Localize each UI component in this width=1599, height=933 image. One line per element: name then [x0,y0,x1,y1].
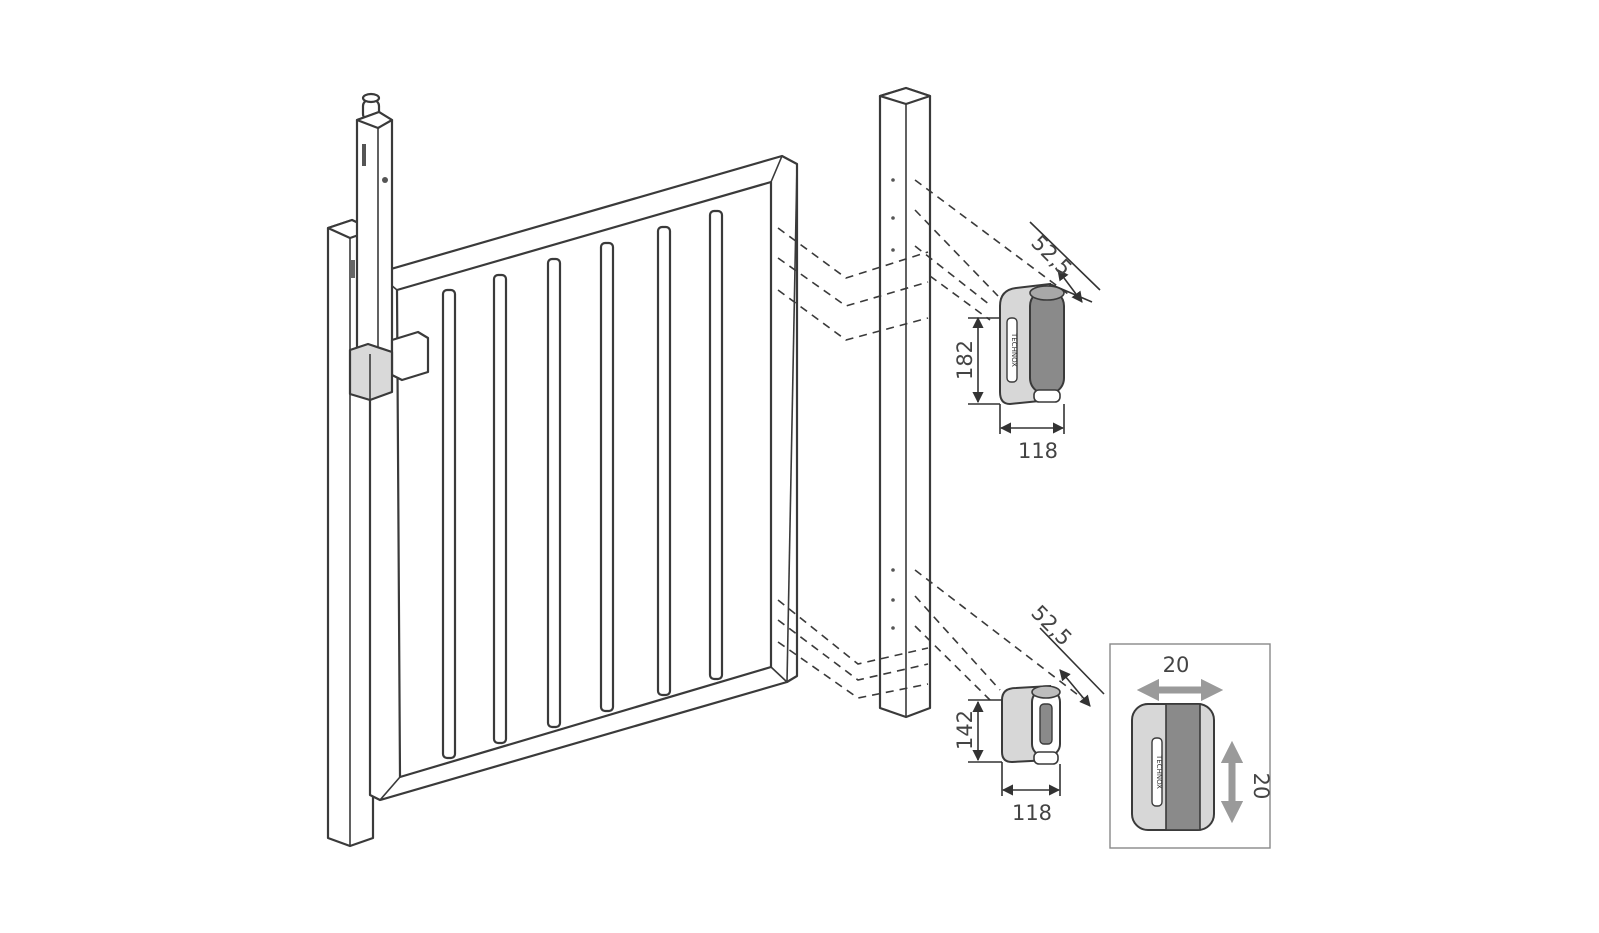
hinge-large-depth-label: 52,5 [1026,231,1076,281]
hinge-small-dimensions [968,627,1105,796]
detail-brand: TECHNOX [1155,754,1163,789]
hinge-large-brand: TECHNOX [1010,332,1018,367]
horizontal-adjust-label: 20 [1163,653,1190,677]
hinge-small-height-label: 142 [953,710,977,750]
gate-bars [441,209,724,760]
hinge-large-height-label: 182 [953,340,977,380]
gate-frame [368,154,799,802]
gate-latch [348,92,430,402]
hinge-small-depth-label: 52,5 [1026,601,1076,651]
vertical-adjust-label: 20 [1249,773,1273,800]
hinge-small [1001,684,1061,765]
adjustment-detail-box: TECHNOX [1109,643,1271,849]
alignment-lines-top [777,179,1073,341]
hinge-large: TECHNOX [999,282,1065,406]
hinge-small-width-label: 118 [1012,801,1052,825]
right-post [878,86,932,719]
hinge-large-dimensions [968,221,1101,434]
alignment-lines-bottom [777,569,1083,701]
hinge-large-width-label: 118 [1018,439,1058,463]
